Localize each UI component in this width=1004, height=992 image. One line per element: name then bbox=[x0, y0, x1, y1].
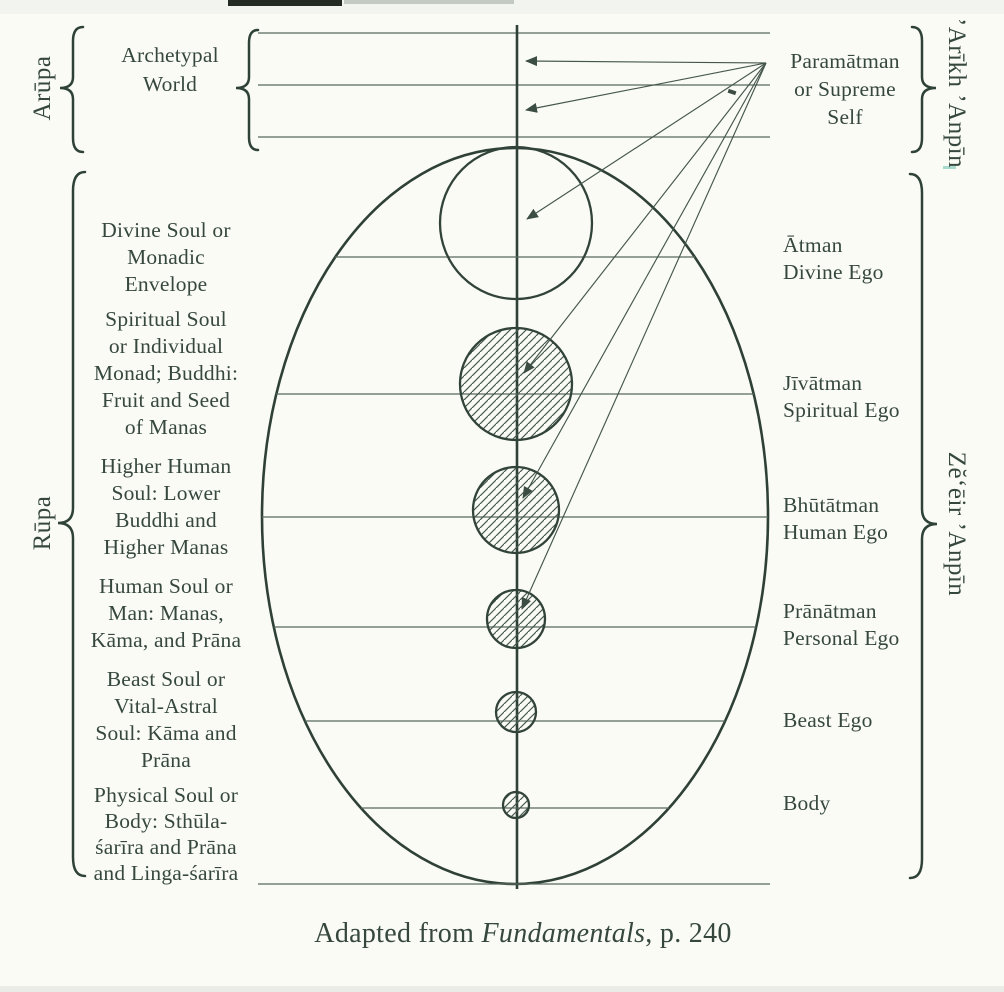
scan-edge-bottom bbox=[0, 986, 1004, 992]
caption-suffix: , p. 240 bbox=[645, 918, 731, 949]
arrow-to-human-soul bbox=[521, 62, 767, 610]
arrow-to-plane-1 bbox=[525, 56, 767, 67]
zeir-anpin-brace bbox=[908, 172, 938, 880]
caption: Adapted from Fundamentals, p. 240 bbox=[314, 918, 731, 949]
rupa-brace bbox=[57, 170, 87, 878]
arrow-to-spiritual-soul bbox=[523, 62, 767, 374]
circle-divine-soul bbox=[438, 145, 594, 301]
circle-beast-soul bbox=[494, 690, 538, 734]
arupa-label: Arūpa bbox=[29, 56, 56, 121]
scan-teal-dash bbox=[943, 166, 956, 169]
scan-artifact-top-bar bbox=[228, 0, 342, 6]
beast-ego-label: Beast Ego bbox=[783, 708, 873, 732]
arikh-anpin-brace bbox=[910, 25, 937, 154]
rupa-label: Rūpa bbox=[29, 496, 56, 551]
circle-higher-human-soul bbox=[471, 465, 561, 555]
caption-prefix: Adapted from bbox=[314, 918, 481, 949]
arrow-to-higher-human-soul bbox=[522, 62, 767, 499]
arrow-to-divine-soul bbox=[526, 62, 767, 220]
arrow-to-plane-2 bbox=[525, 62, 767, 113]
circle-physical-soul bbox=[501, 790, 531, 820]
archetypal-world-brace bbox=[235, 28, 260, 152]
zeir-anpin-label: Zĕ‘ēir ’Anpīn bbox=[943, 452, 970, 597]
arikh-anpin-label: ’Arīkh ’Anpīn bbox=[943, 18, 970, 168]
scan-speck bbox=[727, 88, 737, 96]
body-label: Body bbox=[783, 791, 830, 815]
caption-book-title: Fundamentals bbox=[480, 918, 645, 949]
scan-artifact-top-smudge bbox=[344, 0, 514, 4]
circle-human-soul bbox=[485, 588, 547, 650]
circle-spiritual-soul bbox=[458, 326, 574, 442]
arupa-brace bbox=[59, 25, 85, 154]
